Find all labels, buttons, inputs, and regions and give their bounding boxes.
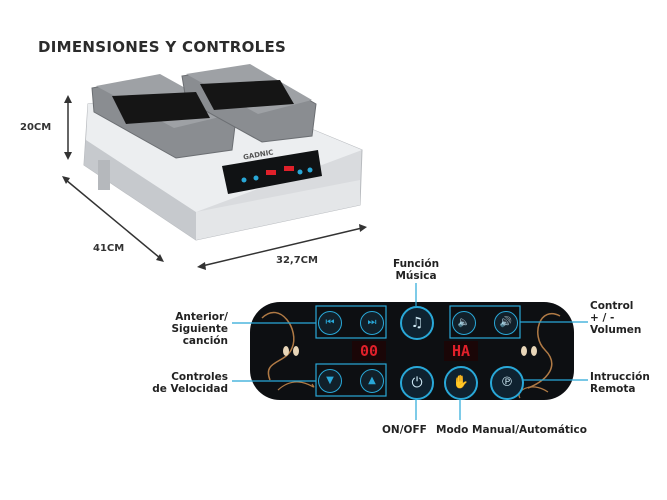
height-dimension: 20CM (20, 122, 52, 133)
label-line: Anterior/ (175, 311, 228, 323)
depth-dimension: 41CM (93, 243, 125, 254)
label-line: + / - (590, 312, 615, 324)
previous-song-button[interactable]: ⏮ (318, 311, 342, 335)
label-funcion-musica: Función Música (386, 258, 446, 282)
label-controles-velocidad: Controles de Velocidad (140, 371, 228, 395)
page-title: DIMENSIONES Y CONTROLES (38, 38, 287, 56)
volume-down-button[interactable]: 🔈 (452, 311, 476, 335)
label-line: Controles (171, 371, 228, 383)
next-song-button[interactable]: ⏭ (360, 311, 384, 335)
music-button[interactable]: ♫ (400, 306, 434, 340)
label-line: Control (590, 300, 634, 312)
label-line: Volumen (590, 324, 642, 336)
mode-button[interactable]: ✋ (444, 366, 478, 400)
remote-button[interactable]: ℗ (490, 366, 524, 400)
label-line: Intrucción (590, 371, 650, 383)
label-line: Remota (590, 383, 636, 395)
label-modo: Modo Manual/Automático (436, 424, 587, 436)
label-line: Función (392, 258, 440, 270)
label-intruccion-remota: Intrucción Remota (590, 371, 650, 395)
label-line: canción (182, 335, 228, 347)
left-display: 00 (359, 342, 379, 360)
speed-down-button[interactable]: ▼ (318, 369, 342, 393)
speed-up-button[interactable]: ▲ (360, 369, 384, 393)
label-control-volumen: Control + / - Volumen (590, 300, 641, 336)
label-line: Música (395, 270, 437, 282)
width-dimension: 32,7CM (276, 255, 318, 266)
label-line: Siguiente (171, 323, 229, 335)
label-anterior-siguiente: Anterior/ Siguiente canción (150, 311, 229, 347)
volume-up-button[interactable]: 🔊 (494, 311, 518, 335)
power-button[interactable]: ⏻ (400, 366, 434, 400)
right-display: HA (451, 342, 471, 360)
label-line: de Velocidad (152, 383, 228, 395)
label-onoff: ON/OFF (382, 424, 427, 436)
